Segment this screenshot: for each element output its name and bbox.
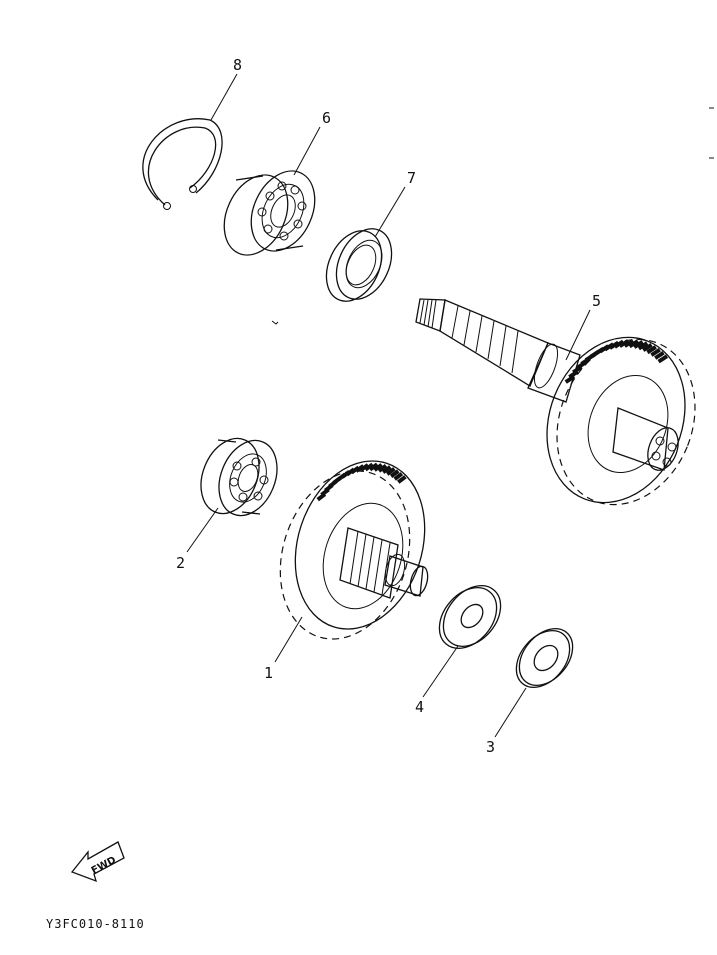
bearing-part-6	[223, 170, 316, 256]
gear-tooth	[377, 463, 388, 473]
gear-tooth	[359, 463, 370, 472]
gear-tooth	[654, 350, 665, 360]
gear-tooth	[657, 354, 669, 364]
stray-mark	[271, 320, 279, 325]
bearing-part-2	[200, 437, 278, 517]
callout-4: 4	[415, 698, 424, 716]
callout-8: 8	[233, 56, 242, 74]
gear-tooth	[397, 475, 407, 484]
gear-part-1	[279, 460, 429, 640]
callout-6: 6	[322, 109, 331, 127]
washer-part-4	[438, 585, 502, 649]
gear-tooth	[618, 339, 630, 348]
gear-tooth	[368, 462, 379, 472]
gear-tooth	[633, 340, 644, 349]
gear-tooth	[364, 462, 374, 472]
washer-part-3	[515, 628, 574, 688]
gear-tooth	[623, 338, 635, 348]
callout-5: 5	[592, 292, 601, 310]
gear-tooth	[650, 347, 661, 357]
gear-teeth-part-5	[564, 338, 669, 384]
gear-tooth	[381, 465, 392, 474]
gear-tooth	[386, 467, 396, 476]
fwd-arrow-icon: FWD	[70, 841, 125, 883]
gear-tooth	[373, 463, 383, 472]
gear-tooth	[642, 343, 653, 352]
gear-teeth-part-1	[316, 462, 407, 502]
callout-1: 1	[264, 664, 273, 682]
shaft-part-5	[415, 298, 696, 506]
gear-tooth	[646, 345, 657, 355]
gear-tooth	[613, 339, 625, 349]
oil-seal-part-7	[325, 228, 393, 302]
callout-3: 3	[486, 738, 495, 756]
gear-tooth	[628, 339, 639, 349]
leader-lines	[186, 73, 591, 738]
circlip-part-8	[142, 118, 223, 210]
figure-code: Y3FC010-8110	[46, 917, 145, 931]
gear-tooth	[389, 469, 400, 479]
gear-tooth	[637, 341, 649, 351]
callout-2: 2	[176, 554, 185, 572]
callout-7: 7	[407, 169, 416, 187]
fwd-label: FWD	[90, 855, 118, 877]
gear-tooth	[393, 472, 404, 481]
